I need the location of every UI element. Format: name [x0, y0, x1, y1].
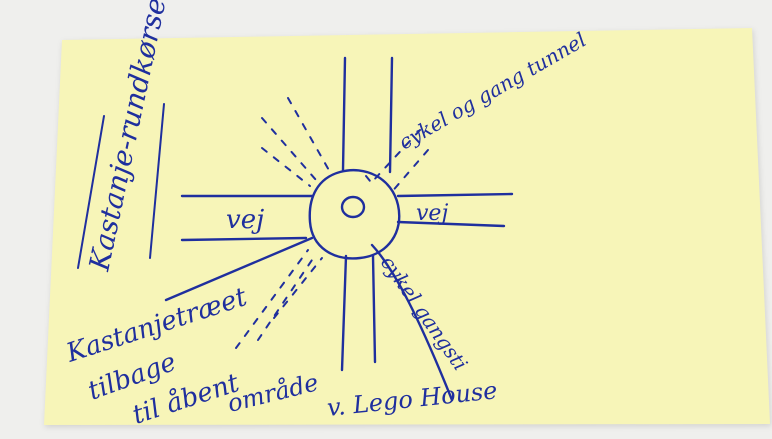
road-label-east: vej — [416, 201, 448, 226]
road-label-west: vej — [226, 205, 264, 235]
